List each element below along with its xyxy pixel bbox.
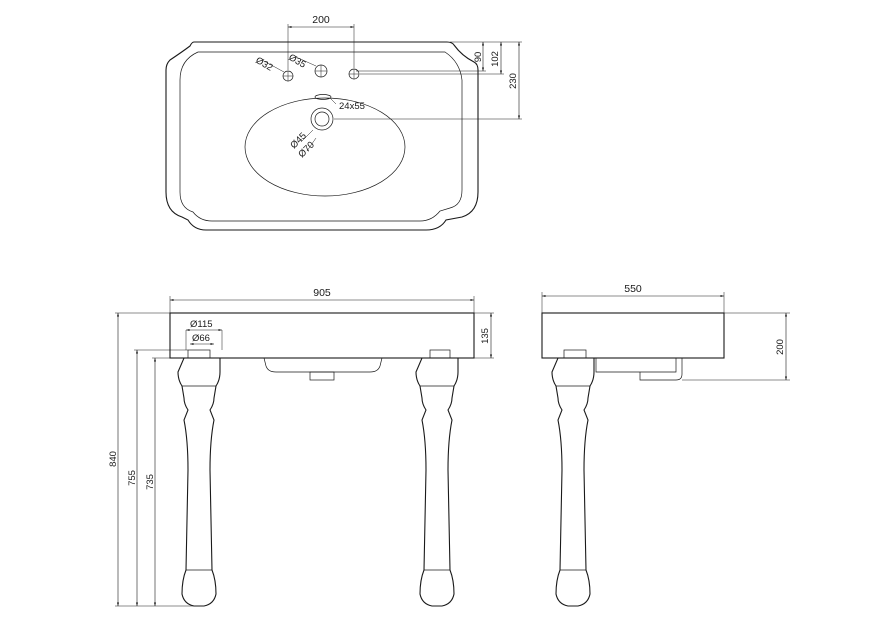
dim-basin-depth: 135 [480, 328, 491, 344]
dim-height-735: 735 [145, 474, 156, 490]
waste-inner-ring [314, 111, 330, 127]
basin-slab-front [169, 312, 475, 359]
basin-bowl [244, 97, 406, 197]
dim-depth: 550 [624, 283, 642, 295]
dim-height-755: 755 [127, 470, 138, 486]
dim-height: 200 [775, 339, 786, 355]
waste-outer-ring [310, 107, 334, 131]
dim-tap-spacing: 200 [312, 14, 330, 26]
overflow-slot [314, 94, 332, 100]
label-trap-outer: Ø115 [190, 319, 213, 330]
label-trap-inner: Ø66 [192, 333, 210, 344]
basin-slab-side [541, 312, 725, 359]
dim-102: 102 [490, 51, 501, 67]
label-tap-hole: Ø35 [287, 52, 308, 71]
bowl-underside [263, 357, 383, 373]
label-overflow: 24x55 [339, 101, 365, 112]
top-view: 200 90 102 230 Ø32 Ø35 24x55 Ø45 Ø70 [165, 14, 522, 231]
leg-right [415, 357, 459, 607]
front-view: 905 135 Ø115 Ø66 840 755 735 [108, 287, 494, 607]
waste-outlet [309, 371, 335, 381]
dim-90: 90 [473, 52, 484, 63]
basin-inner-rim [179, 51, 463, 222]
leg-left [177, 357, 221, 607]
basin-outer-outline [165, 41, 479, 231]
leg-side [551, 357, 595, 607]
label-side-hole: Ø32 [254, 55, 275, 74]
side-view: 550 200 [541, 283, 790, 607]
dim-230: 230 [508, 73, 519, 89]
dim-width: 905 [313, 287, 331, 299]
waste-pipe-side [595, 358, 683, 381]
dim-overall-height: 840 [108, 451, 119, 467]
